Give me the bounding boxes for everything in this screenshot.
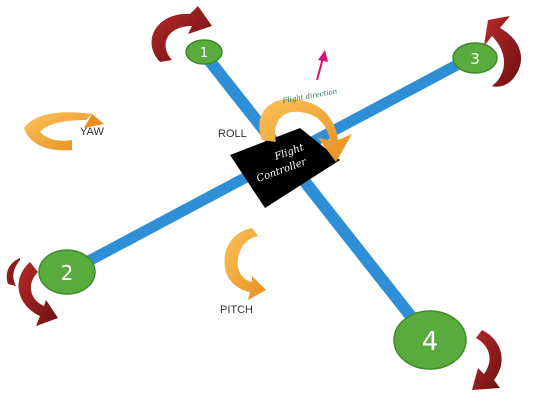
motor-4: 4 — [393, 310, 467, 370]
motor-4-rotation-arrow-icon — [472, 330, 502, 390]
motor-3-label: 3 — [470, 50, 480, 68]
motor-2-rotation-arrow-icon — [6, 258, 58, 326]
flight-controller: Flight Controller — [230, 128, 340, 208]
roll-label: ROLL — [218, 128, 247, 140]
motor-1: 1 — [185, 39, 223, 65]
motor-1-rotation-arrow-icon — [151, 6, 212, 62]
flight-direction-label: Flight direction — [281, 87, 338, 105]
roll-arrow-icon — [259, 98, 352, 162]
motor-4-label: 4 — [422, 327, 439, 357]
motor-3-rotation-arrow-icon — [484, 16, 522, 87]
motor-2: 2 — [38, 249, 96, 295]
flight-direction-arrow-icon — [316, 50, 328, 81]
flight-controller-board — [230, 128, 340, 208]
motor-3: 3 — [452, 42, 498, 74]
yaw-label: YAW — [80, 126, 104, 138]
yaw-arrow-icon — [24, 112, 104, 151]
arm-1-4 — [199, 49, 434, 344]
pitch-arrow-icon — [224, 228, 266, 300]
motor-2-label: 2 — [61, 261, 74, 285]
motor-1-label: 1 — [200, 46, 208, 61]
pitch-label: PITCH — [220, 304, 253, 316]
